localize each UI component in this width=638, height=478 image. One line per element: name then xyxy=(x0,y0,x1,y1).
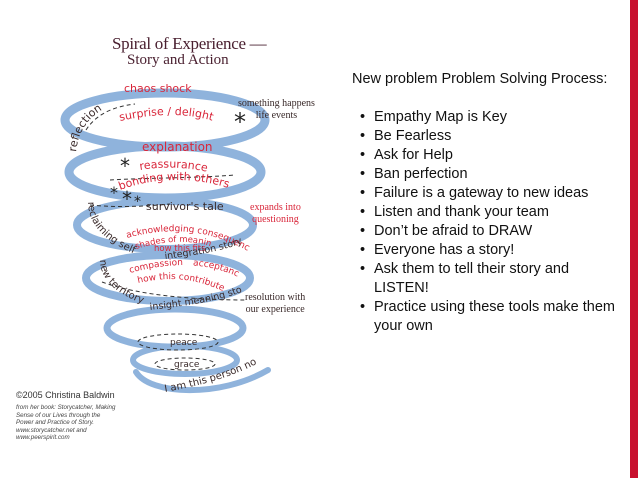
label-how-fits: how this fits xyxy=(154,244,206,254)
label-survivors-tale: survivor's tale xyxy=(146,200,224,213)
diagram-title: Spiral of Experience — xyxy=(112,34,267,53)
process-panel: New problem Problem Solving Process: Emp… xyxy=(344,70,624,336)
bullet-item: Don’t be afraid to DRAW xyxy=(344,222,624,241)
asterisk-3: * xyxy=(110,183,118,202)
bullet-item: Empathy Map is Key xyxy=(344,108,624,127)
bullet-list: Empathy Map is Key Be Fearless Ask for H… xyxy=(344,108,624,336)
coil-3 xyxy=(73,197,257,253)
label-bonding: bonding with others xyxy=(117,170,232,193)
spiral-coils xyxy=(60,88,271,394)
spiral-diagram: Spiral of Experience — Story and Action xyxy=(0,0,315,441)
note-expands-questioning: expands into questioning xyxy=(250,202,301,225)
bullet-item: Ask them to tell their story and LISTEN! xyxy=(344,260,624,298)
label-chaos-shock: chaos shock xyxy=(124,82,192,95)
asterisks: * * * * * xyxy=(110,108,246,211)
coil-tail xyxy=(133,367,271,394)
asterisk-5: * xyxy=(134,194,141,210)
spiral-svg: * * * * * chaos shock surprise / delight… xyxy=(0,0,271,395)
bullet-item: Everyone has a story! xyxy=(344,241,624,260)
asterisk-4: * xyxy=(122,187,132,211)
bullet-item: Practice using these tools make them you… xyxy=(344,298,624,336)
asterisk-1: * xyxy=(234,108,246,136)
note-resolution: resolution with our experience xyxy=(245,292,306,315)
asterisk-2: * xyxy=(120,154,130,178)
credit-text: from her book: Storycatcher, Making Sens… xyxy=(16,404,116,441)
label-acknowledging: acknowledging consequences xyxy=(0,0,251,254)
label-surprise-delight: surprise / delight xyxy=(118,105,216,124)
label-reassurance: reassurance xyxy=(138,158,209,175)
label-grace: grace xyxy=(174,360,200,370)
coil-4 xyxy=(82,251,254,305)
accent-bar xyxy=(630,0,638,478)
bullet-item: Ask for Help xyxy=(344,146,624,165)
bullet-item: Ban perfection xyxy=(344,165,624,184)
bullet-item: Be Fearless xyxy=(344,127,624,146)
bullet-item: Listen and thank your team xyxy=(344,203,624,222)
label-peace: peace xyxy=(170,338,198,348)
label-shades: shades of meaning xyxy=(0,0,212,252)
copyright: ©2005 Christina Baldwin xyxy=(16,390,115,400)
label-explanation: explanation xyxy=(142,140,213,154)
dashed-guides xyxy=(85,103,246,371)
bullet-item: Failure is a gateway to new ideas xyxy=(344,184,624,203)
panel-intro: New problem Problem Solving Process: xyxy=(352,71,608,87)
note-something-happens: something happens life events xyxy=(238,98,315,121)
diagram-subtitle: Story and Action xyxy=(127,52,229,68)
coil-6 xyxy=(130,343,240,377)
